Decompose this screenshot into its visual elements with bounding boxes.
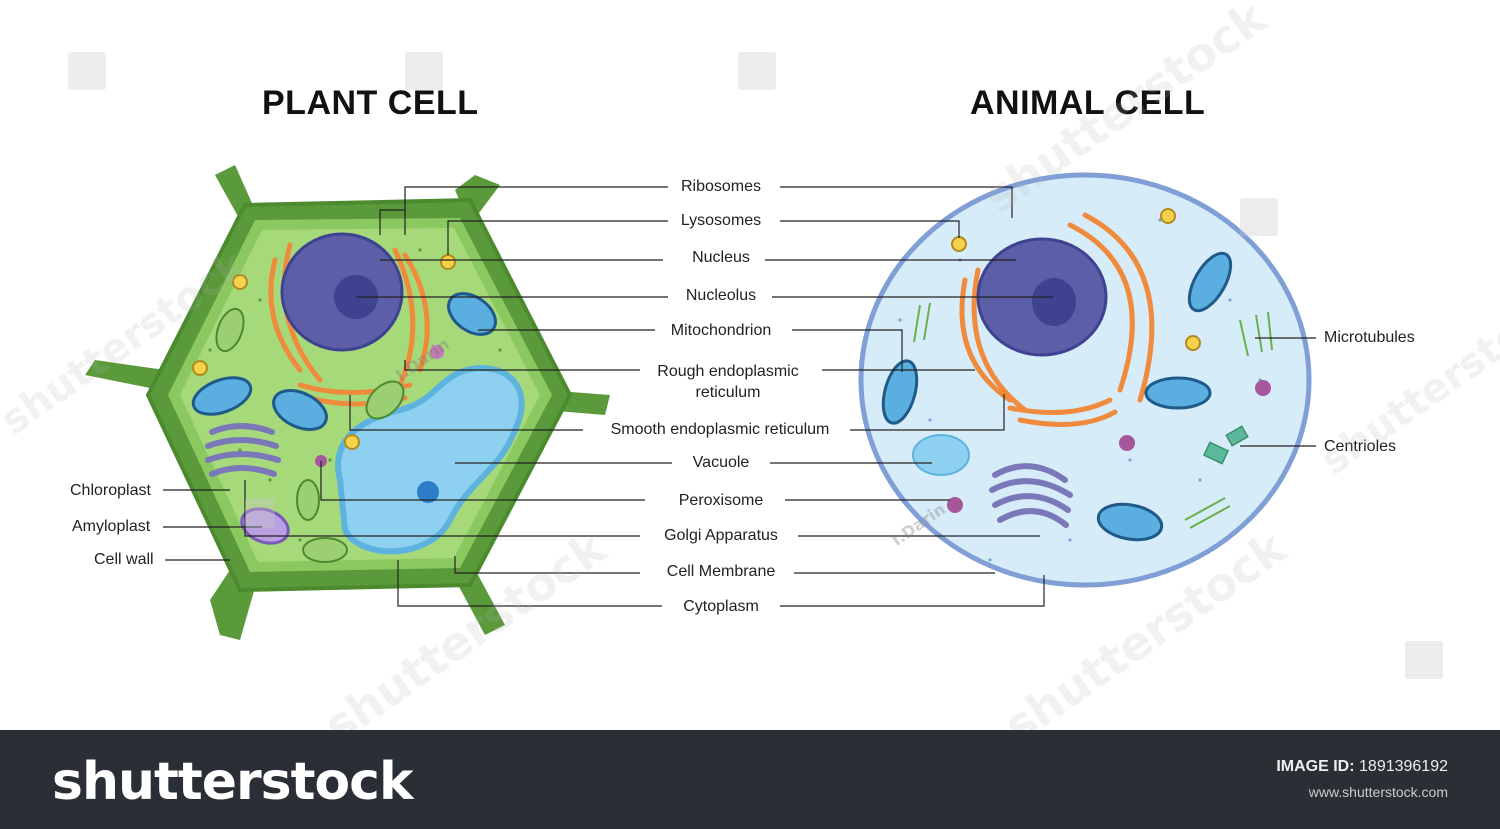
- label-nucleus: Nucleus: [692, 249, 750, 266]
- plant-peroxisome-2: [430, 345, 444, 359]
- plant-mitochondria: [191, 292, 497, 431]
- label-lysosomes: Lysosomes: [680, 212, 762, 229]
- diagram-stage: PLANT CELL ANIMAL CELL Ribosomes Lysosom…: [0, 0, 1500, 754]
- animal-rough-er: [959, 212, 1155, 427]
- label-peroxisome: Peroxisome: [678, 492, 764, 509]
- label-rough-er: Rough endoplasmic reticulum: [657, 363, 799, 401]
- animal-vacuole: [912, 434, 970, 476]
- label-amyloplast: Amyloplast: [72, 518, 151, 535]
- animal-centrioles: [1202, 425, 1249, 465]
- label-microtubules: Microtubules: [1324, 329, 1415, 346]
- label-cell-wall: Cell wall: [94, 551, 154, 568]
- animal-microtubules: [913, 302, 1273, 529]
- watermark-tiles: [68, 52, 1443, 679]
- plant-golgi: [205, 423, 281, 477]
- plant-cell-title: PLANT CELL: [262, 84, 479, 122]
- image-id-label: IMAGE ID:: [1276, 758, 1355, 775]
- image-id-value: 1891396192: [1359, 758, 1448, 775]
- animal-cell-title: ANIMAL CELL: [970, 84, 1206, 122]
- label-vacuole: Vacuole: [692, 454, 750, 471]
- label-smooth-er: Smooth endoplasmic reticulum: [610, 421, 830, 438]
- label-nucleolus: Nucleolus: [685, 287, 757, 304]
- label-centrioles: Centrioles: [1324, 438, 1397, 455]
- animal-lysosomes: [951, 208, 1201, 351]
- animal-golgi: [989, 463, 1073, 528]
- leader-lines: [163, 186, 1316, 607]
- cell-diagram-art: [68, 52, 1443, 679]
- animal-cytoplasm-dots: [898, 218, 1262, 562]
- label-cytoplasm: Cytoplasm: [683, 598, 759, 615]
- plant-lysosomes: [192, 254, 456, 450]
- plant-cell: [85, 165, 610, 640]
- label-mitochondrion: Mitochondrion: [670, 322, 772, 339]
- label-cell-membrane: Cell Membrane: [666, 563, 776, 580]
- footer-brand-logo: shutterstock: [52, 752, 414, 812]
- label-golgi: Golgi Apparatus: [664, 527, 778, 544]
- animal-cell: [858, 172, 1312, 588]
- animal-peroxisomes: [947, 380, 1271, 513]
- footer-image-id: IMAGE ID: 1891396192: [1276, 758, 1448, 776]
- stock-footer: shutterstock IMAGE ID: 1891396192 www.sh…: [0, 730, 1500, 829]
- footer-site-url: www.shutterstock.com: [1308, 784, 1448, 800]
- plant-vacuole-nucleus-dot: [417, 481, 439, 503]
- animal-mitochondria: [881, 251, 1233, 542]
- animal-nucleolus: [1032, 278, 1076, 326]
- label-chloroplast: Chloroplast: [70, 482, 151, 499]
- label-ribosomes: Ribosomes: [680, 178, 762, 195]
- plant-amyloplast: [240, 507, 290, 545]
- plant-chloroplasts: [215, 307, 405, 563]
